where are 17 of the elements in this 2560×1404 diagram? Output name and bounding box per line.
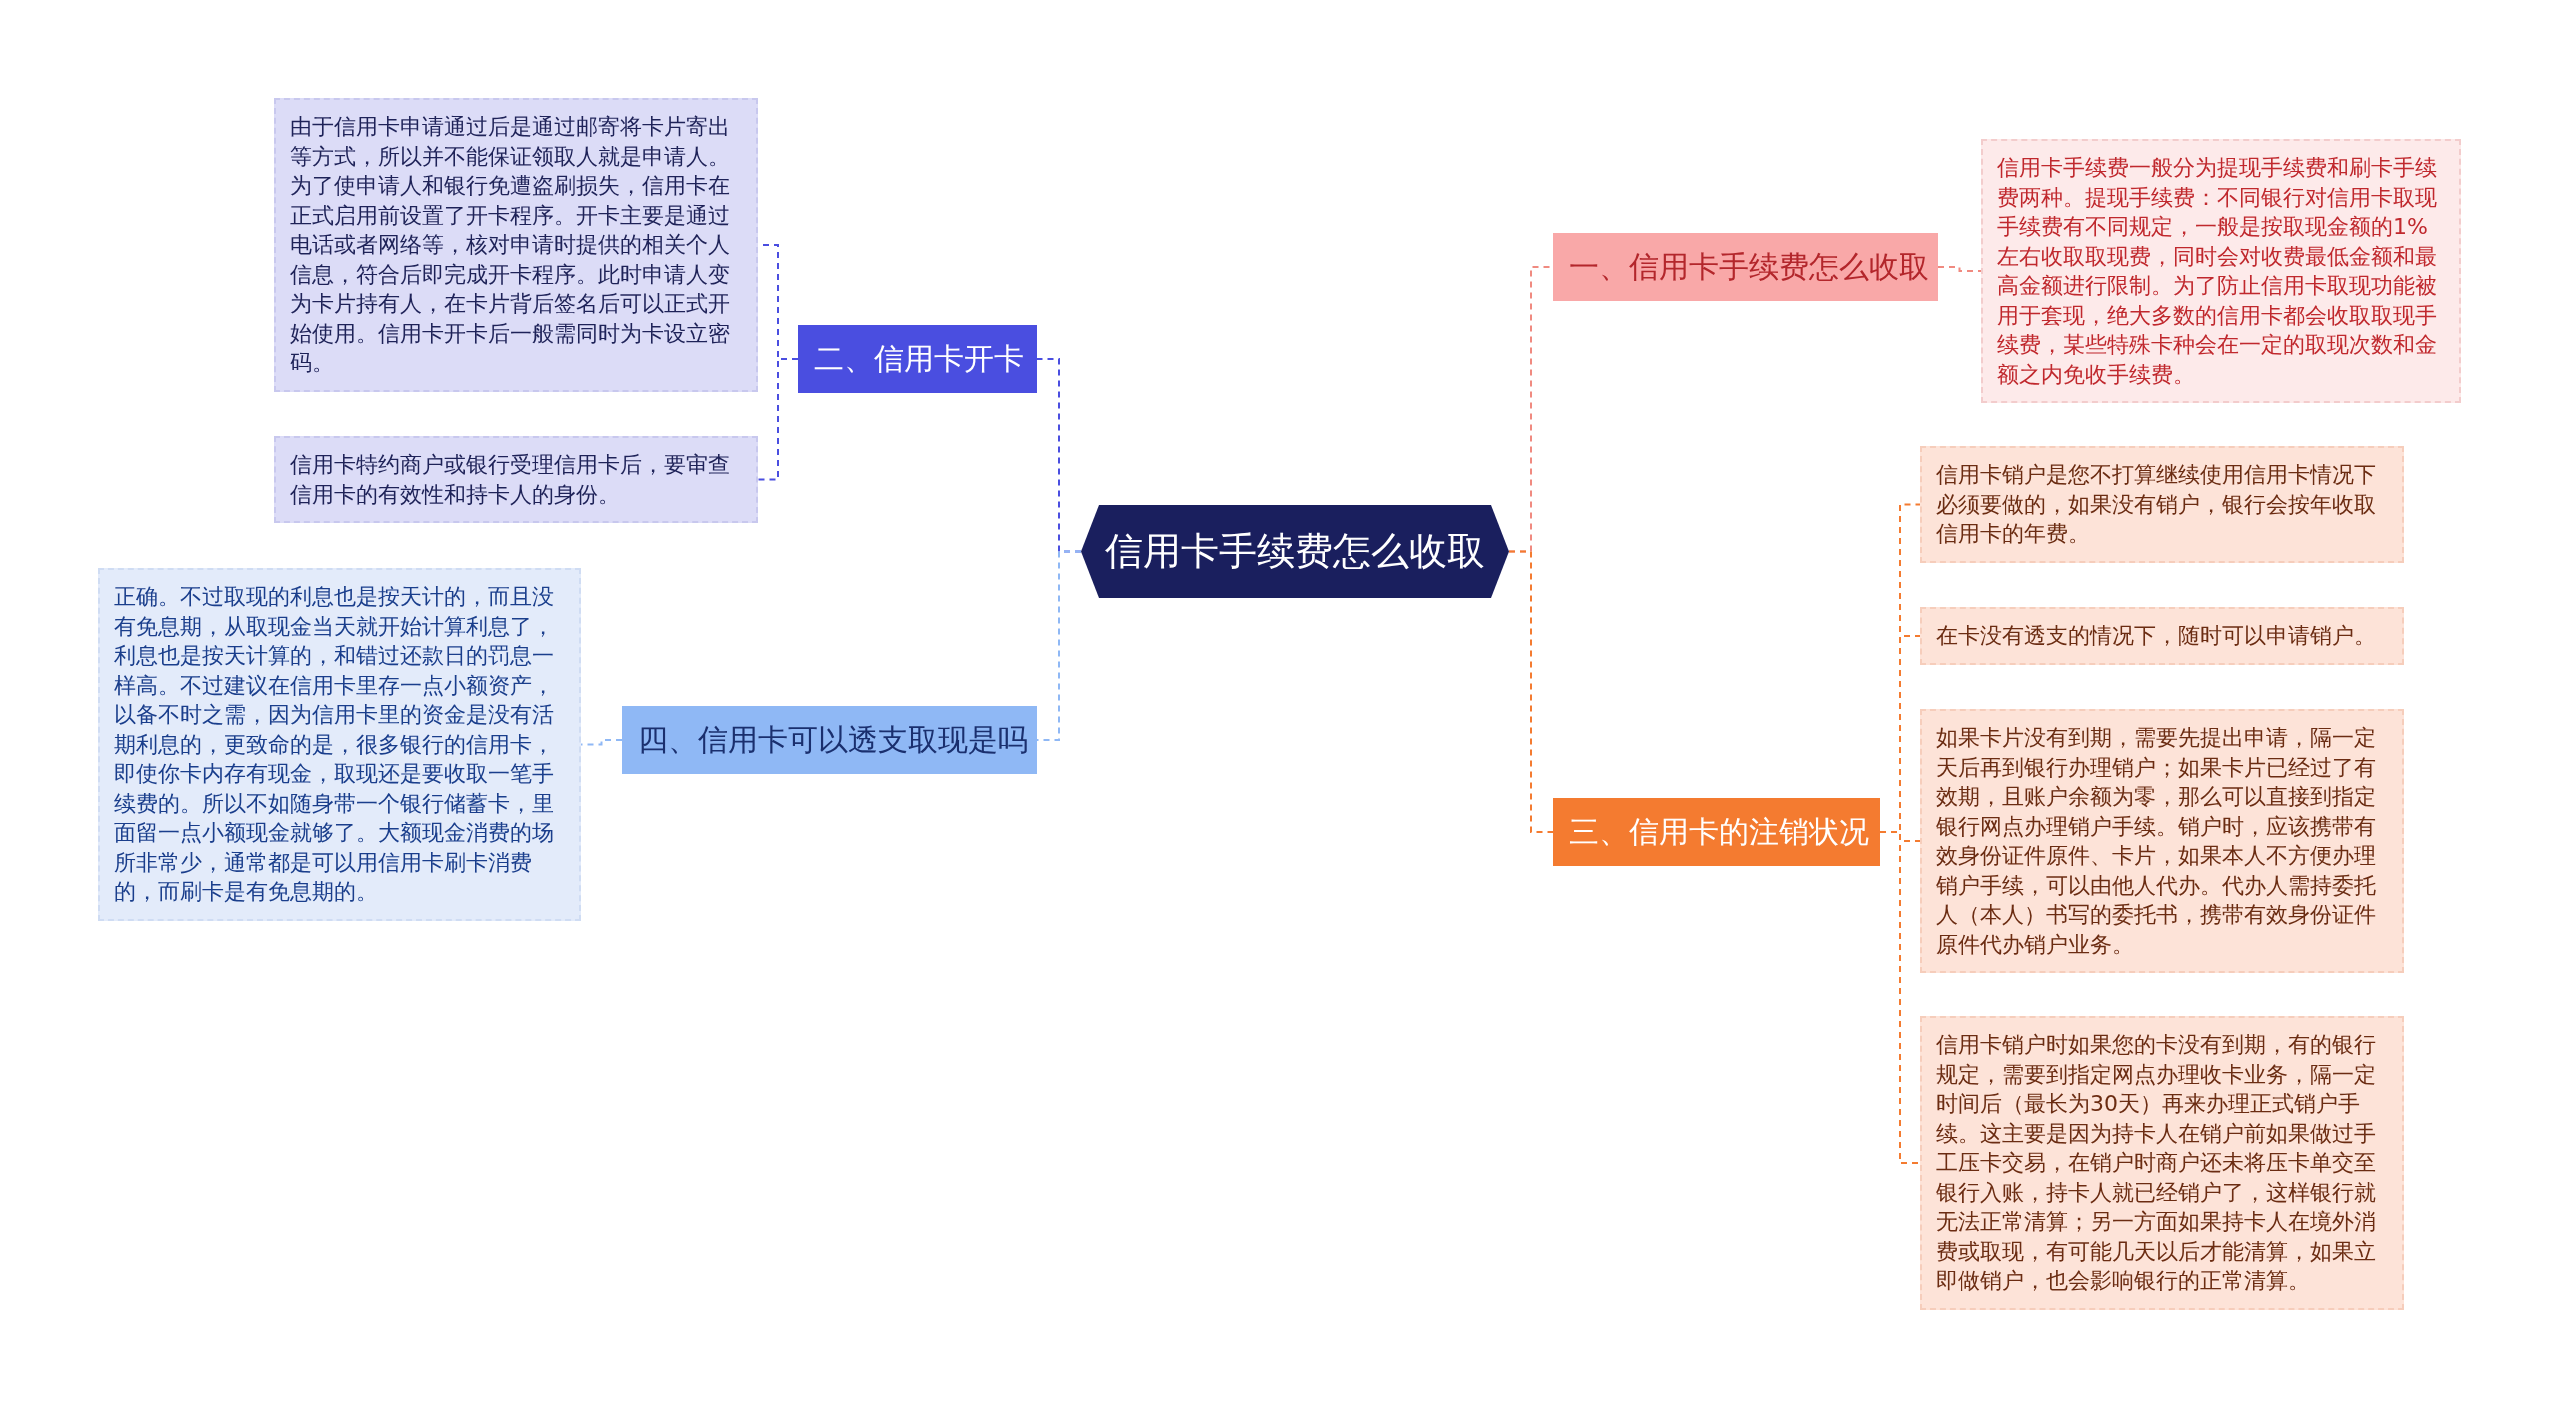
note-box: 信用卡销户是您不打算继续使用信用卡情况下必须要做的，如果没有销户，银行会按年收取信用卡的年费。 [1920, 446, 2404, 563]
branch-topic: 三、信用卡的注销状况 [1553, 798, 1880, 866]
branch-topic: 二、信用卡开卡 [798, 325, 1037, 393]
note-box: 如果卡片没有到期，需要先提出申请，隔一定天后再到银行办理销户；如果卡片已经过了有效期，且账户余额为零，那么可以直接到指定银行网点办理销户手续。销户时，应该携带有效身份证件原件、卡片，如果本人不方便办理销户手续，可以由他人代办。代办人需持委托人（本人）书写的委托书，携带有效身份证件原件代办销户业务。 [1920, 709, 2404, 973]
branch-topic: 四、信用卡可以透支取现是吗 [622, 706, 1037, 774]
connector-line [1937, 266, 1982, 272]
note-box: 正确。不过取现的利息也是按天计的，而且没有免息期，从取现金当天就开始计算利息了，利息也是按天计算的，和错过还款日的罚息一样高。不过建议在信用卡里存一点小额资产，以备不时之需，因为信用卡里的资金是没有活期利息的，更致命的是，很多银行的信用卡，即使你卡内存有现金，取现还是要收取一笔手续费的。所以不如随身带一个银行储蓄卡，里面留一点小额现金就够了。大额现金消费的场所非常少，通常都是可以用信用卡刷卡消费的，而刷卡是有免息期的。 [98, 568, 581, 921]
note-box: 由于信用卡申请通过后是通过邮寄将卡片寄出等方式，所以并不能保证领取人就是申请人。为了使申请人和银行免遭盗刷损失，信用卡在正式启用前设置了开卡程序。开卡主要是通过电话或者网络等，核对申请时提供的相关个人信息，符合后即完成开卡程序。此时申请人变为卡片持有人，在卡片背后签名后可以正式开始使用。信用卡开卡后一般需同时为卡设立密码。 [274, 98, 758, 392]
central-topic: 信用卡手续费怎么收取 [1081, 505, 1509, 598]
branch-topic: 一、信用卡手续费怎么收取 [1553, 233, 1938, 301]
note-box: 信用卡特约商户或银行受理信用卡后，要审查信用卡的有效性和持卡人的身份。 [274, 436, 758, 523]
connector-line [1508, 550, 1554, 833]
note-box: 信用卡销户时如果您的卡没有到期，有的银行规定，需要到指定网点办理收卡业务，隔一定时间后（最长为30天）再来办理正式销户手续。这主要是因为持卡人在销户前如果做过手工压卡交易，在销户时商户还未将压卡单交至银行入账，持卡人就已经销户了，这样银行就无法正常清算；另一方面如果持卡人在境外消费或取现，有可能几天以后才能清算，如果立即做销户，也会影响银行的正常清算。 [1920, 1016, 2404, 1310]
connector-line [757, 358, 799, 481]
note-box: 在卡没有透支的情况下，随时可以申请销户。 [1920, 607, 2404, 665]
connector-line [1879, 831, 1921, 1164]
note-box: 信用卡手续费一般分为提现手续费和刷卡手续费两种。提现手续费：不同银行对信用卡取现手续费有不同规定，一般是按取现金额的1%左右收取取现费，同时会对收费最低金额和最高金额进行限制。为了防止信用卡取现功能被用于套现，绝大多数的信用卡都会收取取现手续费，某些特殊卡种会在一定的取现次数和金额之内免收手续费。 [1981, 139, 2461, 403]
